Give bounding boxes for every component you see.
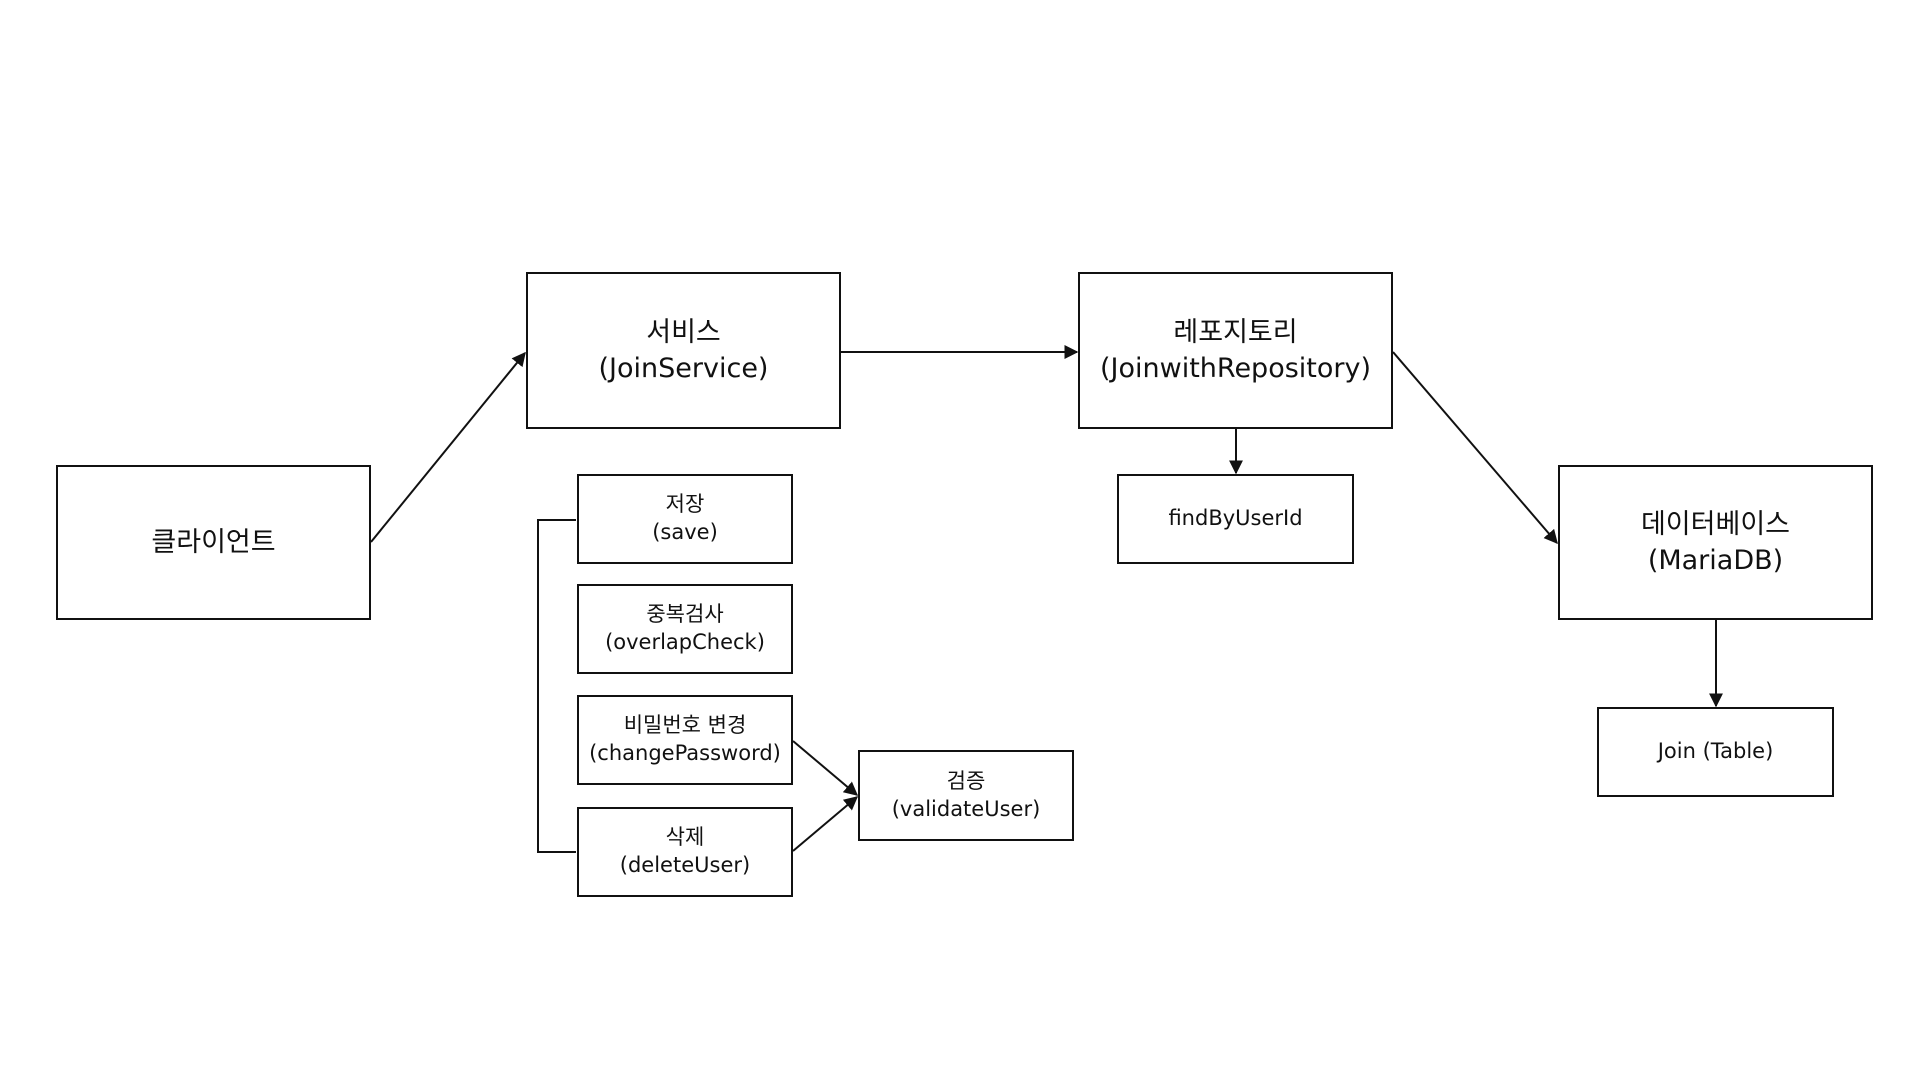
edge-client-to-service <box>370 351 526 543</box>
method-overlapcheck-name: (overlapCheck) <box>605 630 765 654</box>
client-label: 클라이언트 <box>151 526 276 558</box>
bracket-save-to-deleteuser <box>537 519 576 853</box>
method-deleteuser-name: (deleteUser) <box>619 853 751 877</box>
repository-title: 레포지토리 <box>1173 316 1298 348</box>
service-name: (JoinService) <box>598 352 769 384</box>
find-by-userid-label: findByUserId <box>1168 506 1303 531</box>
join-table-node: Join (Table) <box>1597 707 1834 797</box>
database-node: 데이터베이스 (MariaDB) <box>1558 465 1873 620</box>
join-table-label: Join (Table) <box>1657 739 1774 764</box>
repository-name: (JoinwithRepository) <box>1099 352 1371 384</box>
method-save-node: 저장 (save) <box>577 474 793 564</box>
edge-repository-to-database <box>1392 351 1558 545</box>
edge-deleteuser-to-validate <box>792 796 859 852</box>
method-overlapcheck-node: 중복검사 (overlapCheck) <box>577 584 793 674</box>
method-deleteuser-title: 삭제 <box>665 825 705 850</box>
validate-user-name: (validateUser) <box>891 796 1041 821</box>
service-title: 서비스 <box>646 316 721 348</box>
database-title: 데이터베이스 <box>1640 508 1791 540</box>
method-save-name: (save) <box>652 520 718 544</box>
method-changepassword-title: 비밀번호 변경 <box>623 713 747 738</box>
client-node: 클라이언트 <box>56 465 371 620</box>
database-name: (MariaDB) <box>1647 544 1784 576</box>
validate-user-title: 검증 <box>946 768 986 793</box>
method-deleteuser-node: 삭제 (deleteUser) <box>577 807 793 897</box>
method-save-title: 저장 <box>665 492 705 517</box>
find-by-userid-node: findByUserId <box>1117 474 1354 564</box>
edge-changepassword-to-validate <box>792 740 859 796</box>
service-node: 서비스 (JoinService) <box>526 272 841 429</box>
method-changepassword-node: 비밀번호 변경 (changePassword) <box>577 695 793 785</box>
method-changepassword-name: (changePassword) <box>589 741 781 765</box>
validate-user-node: 검증 (validateUser) <box>858 750 1074 841</box>
repository-node: 레포지토리 (JoinwithRepository) <box>1078 272 1393 429</box>
method-overlapcheck-title: 중복검사 <box>646 602 724 627</box>
